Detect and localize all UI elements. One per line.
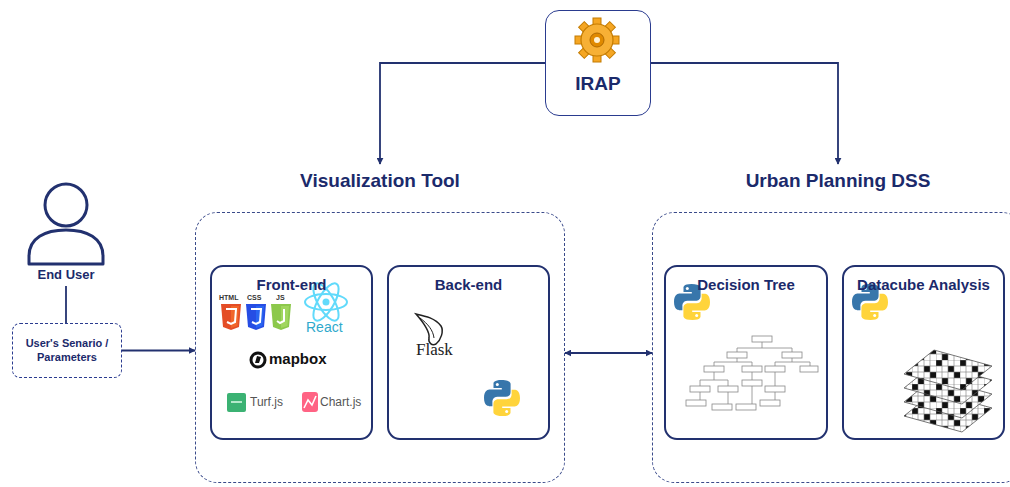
connector: [122, 350, 195, 352]
dss-group: Urban Planning DSS Decision Tree Datacube …: [652, 164, 1010, 485]
parameter-box: User's Senario / Parameters: [12, 323, 122, 378]
system-box: IRAP: [545, 10, 651, 116]
dashed-border: [195, 212, 565, 483]
node-label: Decision Tree: [697, 276, 795, 293]
node-label: Back-end: [435, 276, 503, 293]
connector: [565, 352, 652, 354]
connector: [65, 286, 67, 323]
logo-text: mapbox: [269, 351, 327, 368]
connector: [380, 63, 545, 164]
node-label: End User: [37, 267, 94, 282]
connector: [651, 63, 838, 164]
node-label: Datacube Analysis: [857, 276, 990, 293]
node-label: Front-end: [257, 276, 327, 293]
logo-text: React: [306, 320, 343, 335]
node-label: Visualization Tool: [300, 170, 460, 192]
component-box: Decision Tree: [664, 265, 828, 440]
logo-text: Flask: [416, 341, 453, 360]
node-label: User's Senario / Parameters: [13, 336, 121, 366]
logo-text: HTML: [219, 294, 238, 302]
node-label: IRAP: [575, 73, 620, 95]
logo-text: JS: [276, 294, 285, 302]
logo-text: Chart.js: [320, 396, 361, 409]
dashed-border: [652, 212, 1010, 483]
user-actor: End User: [20, 172, 112, 286]
component-box: Datacube Analysis: [842, 265, 1005, 440]
node-label: Urban Planning DSS: [746, 170, 931, 192]
tool-group: Visualization ToolFront-end Back-end: [195, 164, 565, 485]
component-box: Back-end: [387, 265, 550, 440]
logo-text: Turf.js: [250, 396, 283, 409]
logo-text: CSS: [247, 294, 261, 302]
